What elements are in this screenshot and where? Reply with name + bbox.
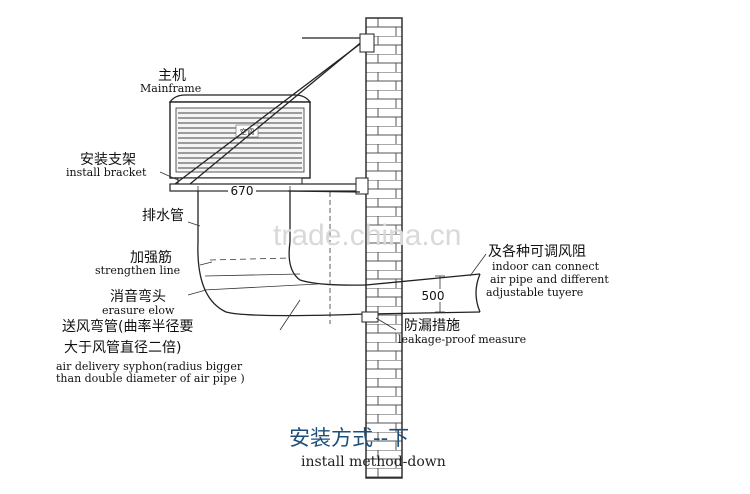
syphon-label-en-2: than double diameter of air pipe ): [56, 372, 245, 385]
leakage-seal: [361, 311, 379, 323]
syphon-label-cn-1: 送风弯管(曲率半径要: [62, 318, 193, 335]
watermark: trade.china.cn: [273, 219, 461, 252]
dimension-670: 670: [197, 184, 291, 198]
mainframe-label-en: Mainframe: [140, 82, 201, 95]
measure-label-en: erasure elow: [102, 304, 175, 317]
measure-label-cn: 消音弯头: [110, 288, 166, 305]
indoor-label-cn: 及各种可调风阻: [488, 244, 586, 260]
dimension-500-label: 500: [422, 289, 445, 303]
dimension-500: 500: [420, 275, 446, 313]
bracket-label-en: install bracket: [66, 166, 147, 179]
brick-wall: [365, 17, 403, 479]
indoor-label-en-3: adjustable tuyere: [486, 286, 583, 299]
leak-label-cn: 防漏措施: [404, 318, 460, 334]
caption-cn: 安装方式--下: [289, 426, 409, 450]
install-bracket: [169, 33, 375, 195]
syphon-label-en-1: air delivery syphon(radius bigger: [56, 360, 243, 373]
mainframe-unit: 空调: [168, 94, 312, 185]
syphon-label-cn-2: 大于风管直径二倍): [64, 339, 181, 356]
leak-label-en: leakage-proof measure: [398, 333, 526, 346]
strengthen-label-cn: 加强筋: [130, 249, 172, 266]
bracket-label-cn: 安装支架: [80, 152, 136, 168]
mainframe-label-cn: 主机: [158, 68, 186, 84]
caption-en: install method-down: [301, 454, 446, 470]
dimension-670-label: 670: [231, 184, 254, 198]
air-delivery-pipe: [197, 191, 481, 324]
indoor-label-en-2: air pipe and different: [490, 273, 609, 286]
drain-label-cn: 排水管: [142, 208, 184, 224]
leader-lines: [159, 171, 487, 331]
indoor-label-en-1: indoor can connect: [492, 260, 600, 273]
strengthen-label-en: strengthen line: [95, 264, 180, 277]
unit-logo: 空调: [240, 127, 254, 136]
